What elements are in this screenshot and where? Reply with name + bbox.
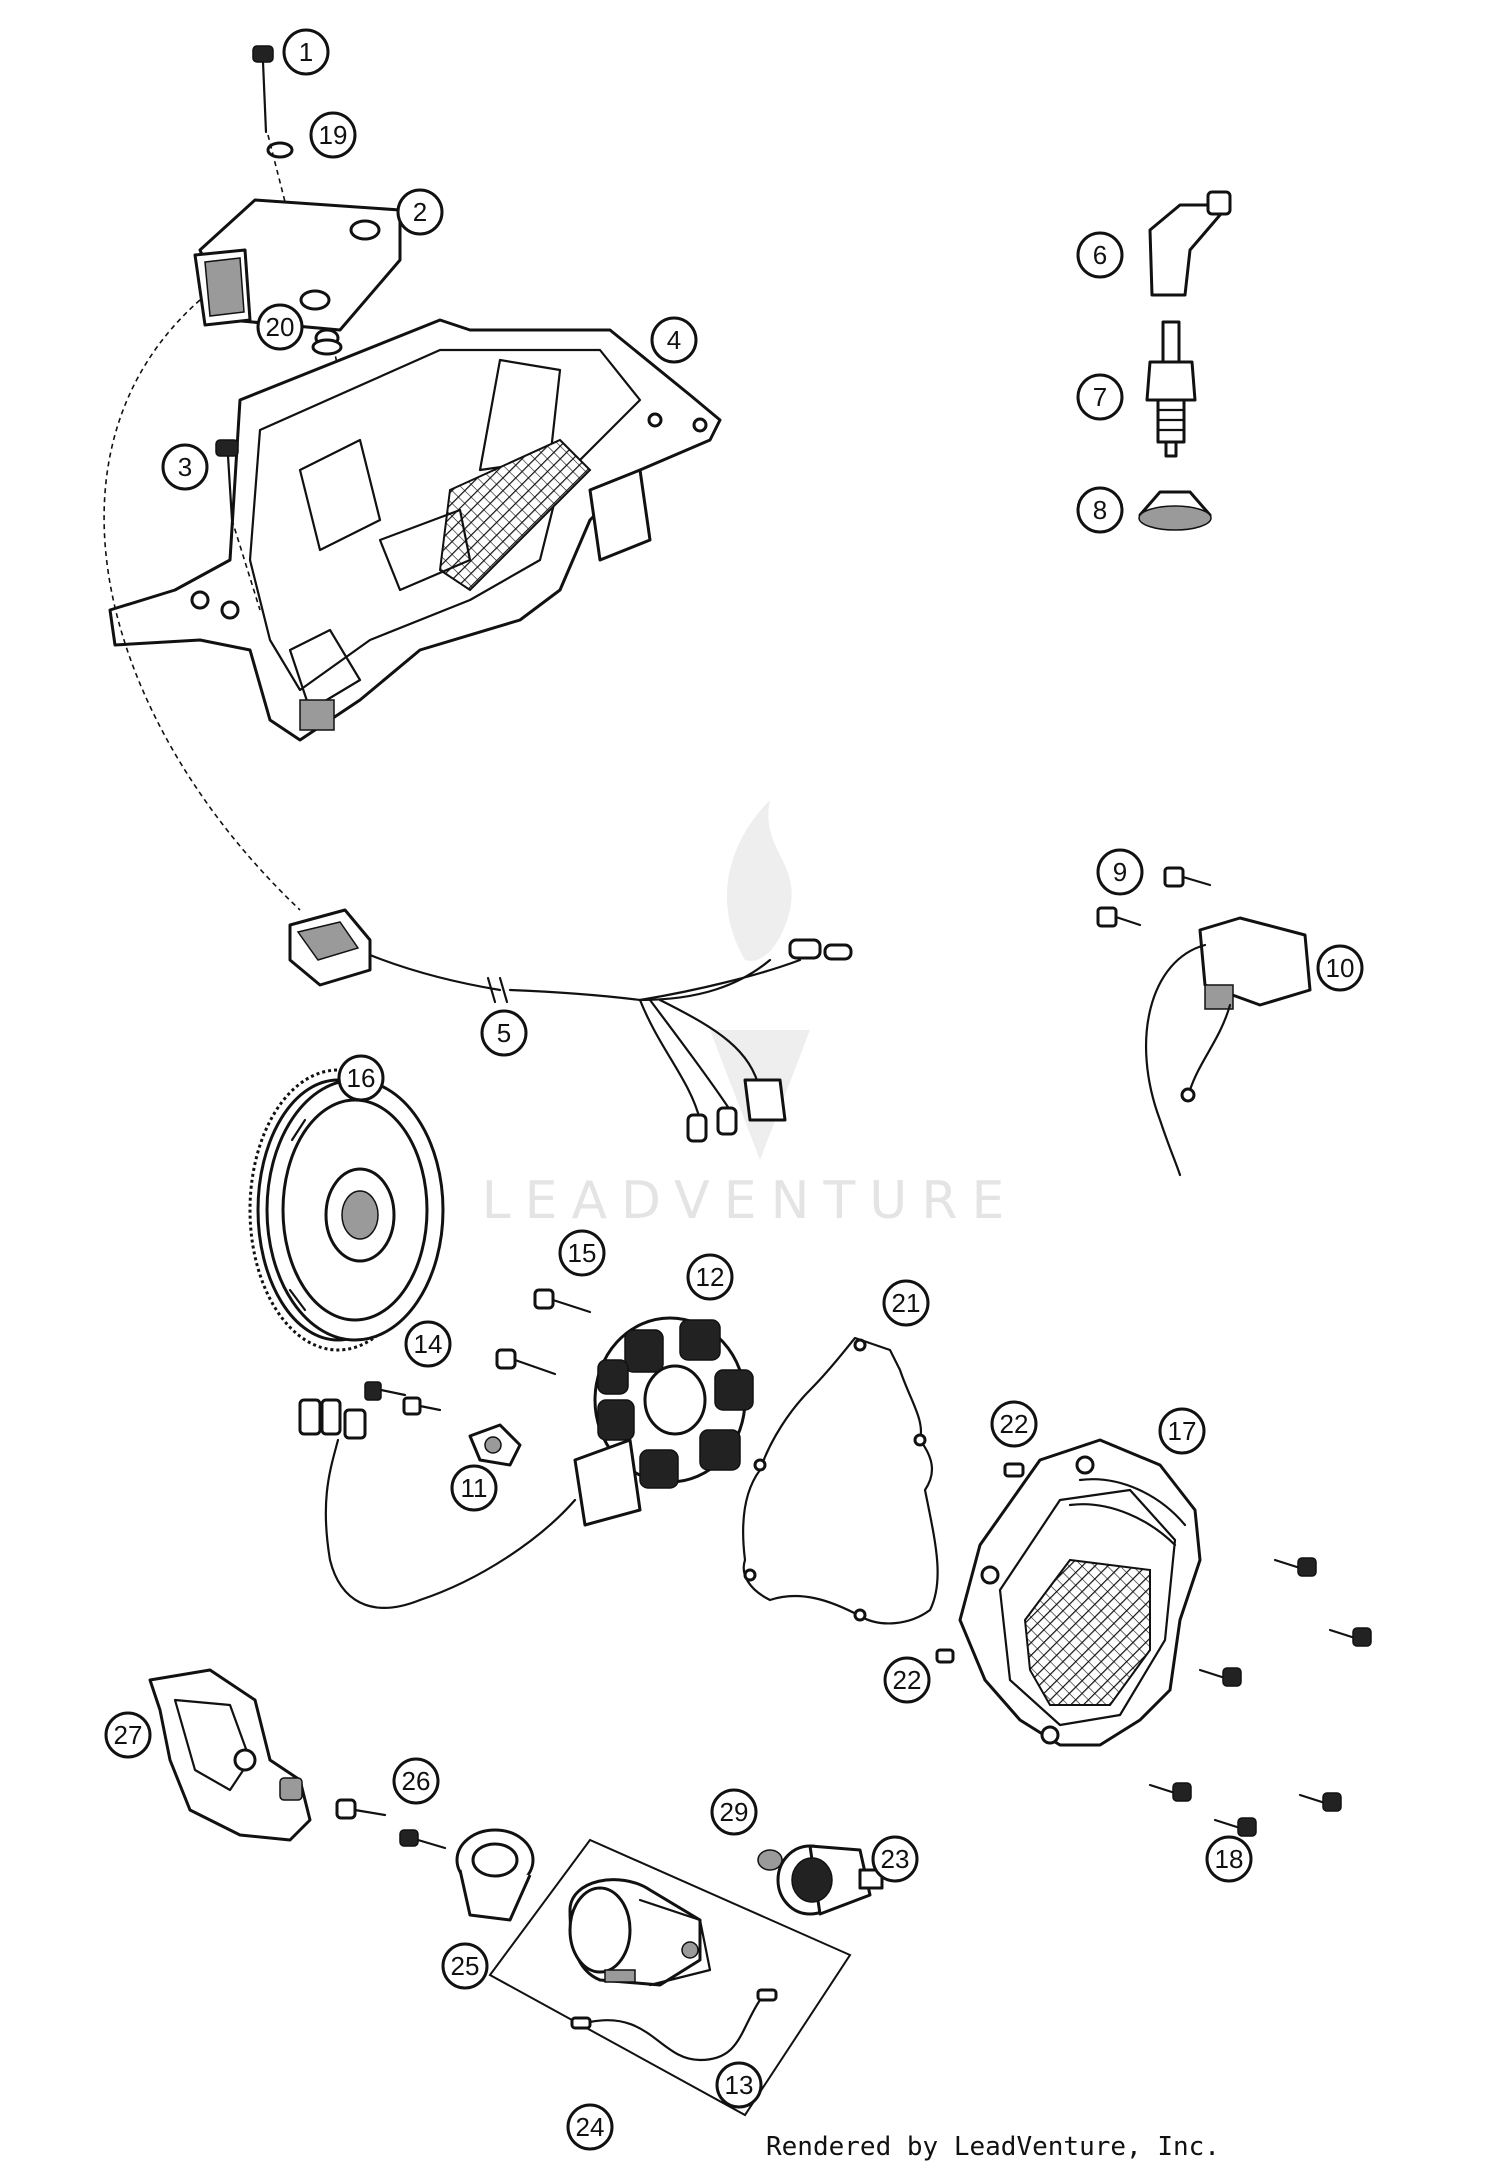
callout-1: 1 <box>282 28 330 76</box>
part-19-washer <box>266 141 294 159</box>
part-17-generator-cover <box>958 1438 1202 1747</box>
callout-19: 19 <box>309 111 357 159</box>
callout-21: 21 <box>882 1279 930 1327</box>
callout-label-13: 13 <box>725 2070 754 2100</box>
callouts: 1 19 2 20 4 3 6 7 8 9 10 5 16 15 12 21 1… <box>104 28 1364 2151</box>
part-6-plug-connector <box>1148 190 1232 297</box>
ecu-harness-connection-line <box>103 299 301 911</box>
part-8-cap <box>1138 490 1212 531</box>
part-20-grommet <box>311 328 343 356</box>
part-25-sleeve <box>455 1828 535 1922</box>
callout-label-19: 19 <box>319 120 348 150</box>
part-16-flywheel <box>248 1068 445 1352</box>
part-4-holder <box>108 318 722 742</box>
callout-label-18: 18 <box>1215 1844 1244 1874</box>
callout-24: 24 <box>566 2103 614 2151</box>
part-21-gasket <box>742 1336 939 1625</box>
callout-label-5: 5 <box>497 1018 511 1048</box>
callout-label-6: 6 <box>1093 240 1107 270</box>
callout-label-21: 21 <box>892 1288 921 1318</box>
callout-label-2: 2 <box>413 197 427 227</box>
callout-22-upper: 22 <box>990 1400 1038 1448</box>
part-3-screw <box>215 439 261 611</box>
starter-motor <box>568 1878 712 1987</box>
callout-23: 23 <box>871 1835 919 1883</box>
part-11-clamp <box>468 1423 522 1467</box>
callout-label-17: 17 <box>1168 1416 1197 1446</box>
callout-22-lower: 22 <box>883 1656 931 1704</box>
callout-11: 11 <box>450 1464 498 1512</box>
callout-label-3: 3 <box>178 452 192 482</box>
callout-16: 16 <box>337 1054 385 1102</box>
callout-14: 14 <box>404 1320 452 1368</box>
callout-4: 4 <box>650 316 698 364</box>
callout-17: 17 <box>1158 1407 1206 1455</box>
part-22-dowel-upper <box>1003 1462 1025 1478</box>
part-13-cable <box>570 1988 778 2062</box>
credit-text: Rendered by LeadVenture, Inc. <box>766 2132 1220 2162</box>
part-27-starter-cover <box>148 1668 312 1842</box>
callout-13: 13 <box>715 2061 763 2109</box>
callout-26: 26 <box>392 1757 440 1805</box>
callout-6: 6 <box>1076 231 1124 279</box>
callout-label-29: 29 <box>720 1797 749 1827</box>
callout-label-26: 26 <box>402 1766 431 1796</box>
callout-label-23: 23 <box>881 1844 910 1874</box>
part-1-screw <box>252 45 274 134</box>
callout-8: 8 <box>1076 486 1124 534</box>
callout-label-27: 27 <box>114 1720 143 1750</box>
part-14-screws <box>364 1381 442 1416</box>
part-24-starter-kit-outline <box>488 1838 852 2117</box>
part-5-wiring-harness <box>288 908 853 1143</box>
callout-label-7: 7 <box>1093 382 1107 412</box>
part-26-screw-nut <box>335 1798 447 1850</box>
callout-3: 3 <box>161 443 209 491</box>
callout-2: 2 <box>396 188 444 236</box>
callout-label-9: 9 <box>1113 857 1127 887</box>
callout-label-22-upper: 22 <box>1000 1409 1029 1439</box>
callout-label-16: 16 <box>347 1063 376 1093</box>
callout-29: 29 <box>710 1788 758 1836</box>
part-9-screws <box>1096 866 1212 928</box>
callout-label-8: 8 <box>1093 495 1107 525</box>
callout-18: 18 <box>1205 1835 1253 1883</box>
part-23-freewheel <box>776 1844 884 1916</box>
callout-label-12: 12 <box>696 1262 725 1292</box>
callout-label-22-lower: 22 <box>893 1665 922 1695</box>
callout-5: 5 <box>480 1009 528 1057</box>
callout-12: 12 <box>686 1253 734 1301</box>
part-2-control-unit <box>193 198 402 332</box>
callout-7: 7 <box>1076 373 1124 421</box>
callout-label-11: 11 <box>461 1473 488 1503</box>
callout-label-4: 4 <box>667 325 681 355</box>
watermark: LEADVENTURE <box>482 800 1019 1231</box>
callout-27: 27 <box>104 1711 152 1759</box>
callout-label-24: 24 <box>576 2112 605 2142</box>
callout-label-20: 20 <box>266 312 295 342</box>
part-12-stator <box>298 1316 754 1609</box>
callout-label-14: 14 <box>414 1329 443 1359</box>
callout-label-25: 25 <box>451 1951 480 1981</box>
callout-10: 10 <box>1316 944 1364 992</box>
callout-20: 20 <box>256 303 304 351</box>
callout-15: 15 <box>558 1229 606 1277</box>
part-29-nut <box>757 1849 783 1871</box>
part-10-ignition-coil <box>1145 916 1312 1177</box>
callout-label-10: 10 <box>1326 953 1355 983</box>
callout-25: 25 <box>441 1942 489 1990</box>
part-7-spark-plug <box>1145 320 1197 458</box>
part-15-screws <box>495 1288 592 1376</box>
callout-9: 9 <box>1096 848 1144 896</box>
callout-label-1: 1 <box>299 37 313 67</box>
watermark-text: LEADVENTURE <box>482 1171 1019 1231</box>
part-18-screws <box>1148 1557 1372 1837</box>
callout-label-15: 15 <box>568 1238 597 1268</box>
part-22-dowel-lower <box>935 1648 955 1664</box>
